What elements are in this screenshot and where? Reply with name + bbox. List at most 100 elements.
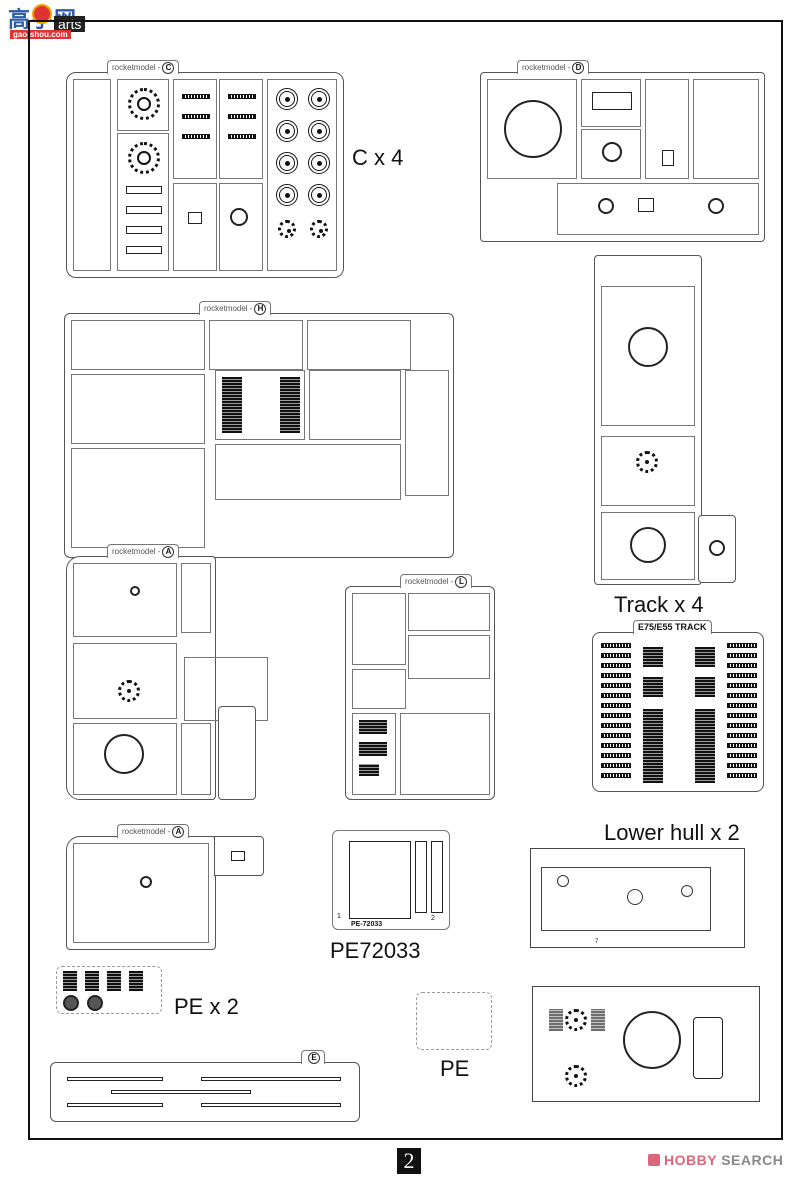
sprue-a-lower-side [214,836,264,876]
track-link-icon [727,703,757,708]
rod-part [111,1090,251,1094]
part-icon [359,742,387,756]
track-link-icon [228,94,256,99]
lower-hull-part: 7 [530,848,745,948]
sprue-a-cell-6-8 [181,723,211,795]
pe-grille-icon [107,971,121,991]
road-wheel-icon [308,184,330,206]
sprue-a-upper-tag: rocketmodel -A [107,544,180,558]
track-link-icon [601,713,631,718]
hull-hole [681,885,693,897]
sprue-letter: C [162,62,175,74]
sprue-a-lower-cell-1 [73,843,209,943]
track-tag: E75/E55 TRACK [633,620,712,634]
part-icon [130,586,140,596]
track-link-icon [727,663,757,668]
turret-ring-icon [504,100,562,158]
part-icon [140,876,152,888]
sprue-d-cell-3 [581,79,641,127]
sprue-h-cell-1 [71,320,205,370]
sprocket-icon [128,88,160,120]
pe72033-sheet: 1 2 PE-72033 [332,830,450,930]
track-link-icon [601,773,631,778]
track-link-icon [727,743,757,748]
track-block-icon [695,709,715,783]
sprue-letter: H [254,303,267,315]
sprue-c-cell-wheels [267,79,337,271]
sprue-l-cell-boxes [408,635,490,679]
sprue-c-runner-left [73,79,111,271]
gun-barrel-part [201,1103,341,1107]
track-link-icon [601,693,631,698]
sprue-i [594,255,702,585]
sprue-i-cell-deck [601,286,695,426]
part-icon [126,186,162,194]
part-icon [126,226,162,234]
sprue-letter: D [572,62,585,74]
track-link-icon [727,693,757,698]
sprue-d-cell-lower [557,183,759,235]
part-icon [709,540,725,556]
track-link-icon [601,663,631,668]
hull-mark: 7 [595,939,599,945]
pe-grille-icon [129,971,143,991]
pe-x2-sheet [56,966,162,1014]
track-link-icon [727,713,757,718]
sprue-tag-text: rocketmodel [522,63,566,72]
sprue-tag-text: rocketmodel [112,63,156,72]
grille-icon [222,377,242,433]
track-link-icon [727,753,757,758]
sprue-d-cell-4 [581,129,641,179]
sprocket-icon [128,142,160,174]
pe-round-grille-icon [87,995,103,1011]
part-icon [359,764,379,776]
road-wheel-icon [276,88,298,110]
sprue-h-cell-skirts [215,444,401,500]
sprue-l-cell-lower [400,713,490,795]
track-link-icon [228,114,256,119]
sprue-i-side [698,515,736,583]
sprue-a-lower-tag: rocketmodel -A [117,824,190,838]
fan-icon [565,1009,587,1031]
track-link-icon [601,753,631,758]
rod-part [67,1103,163,1107]
sprue-c-tag: rocketmodel -C [107,60,180,74]
track-link-icon [182,94,210,99]
sprue-d-cell-turret-ring [487,79,577,179]
part-icon [188,212,202,224]
sprue-a-cell-5 [181,563,211,633]
fan-icon [565,1065,587,1087]
grille-icon [280,377,300,433]
sprue-i-cell-ring [601,512,695,580]
sprue-l-cell-plates [352,593,406,665]
pe-strip-icon [415,841,427,913]
page-frame [28,20,783,1140]
pe-strip-icon [431,841,443,913]
sprue-h-cell-deck [215,370,305,440]
gun-barrel-part [201,1077,341,1081]
part-icon [592,92,632,110]
track-link-icon [601,643,631,648]
pe-sheet-code: PE-72033 [351,921,383,928]
road-wheel-icon [276,184,298,206]
hatch-panel-icon [693,1017,723,1079]
sprue-h-cell-plates [309,370,401,440]
track-link-icon [228,134,256,139]
hobby-search-logo: HOBBY SEARCH [648,1152,783,1168]
road-wheel-icon [276,152,298,174]
sprue-d-cell-5 [645,79,689,179]
hull-hole [557,875,569,887]
sprue-h-cell-small [405,370,449,496]
track-link-icon [727,643,757,648]
brand-rest: SEARCH [721,1152,784,1168]
pe-small-sheet [416,992,492,1050]
part-icon [662,150,674,166]
sprue-h-cell-tow [71,448,205,548]
part-icon [231,851,245,861]
pe-grille-icon [349,841,411,919]
track-link-icon [601,743,631,748]
sprue-a-cell-1 [73,563,177,637]
hatch-icon [602,142,622,162]
watermark-url: gao-shou.com [10,30,71,39]
sprue-letter: A [172,826,185,838]
